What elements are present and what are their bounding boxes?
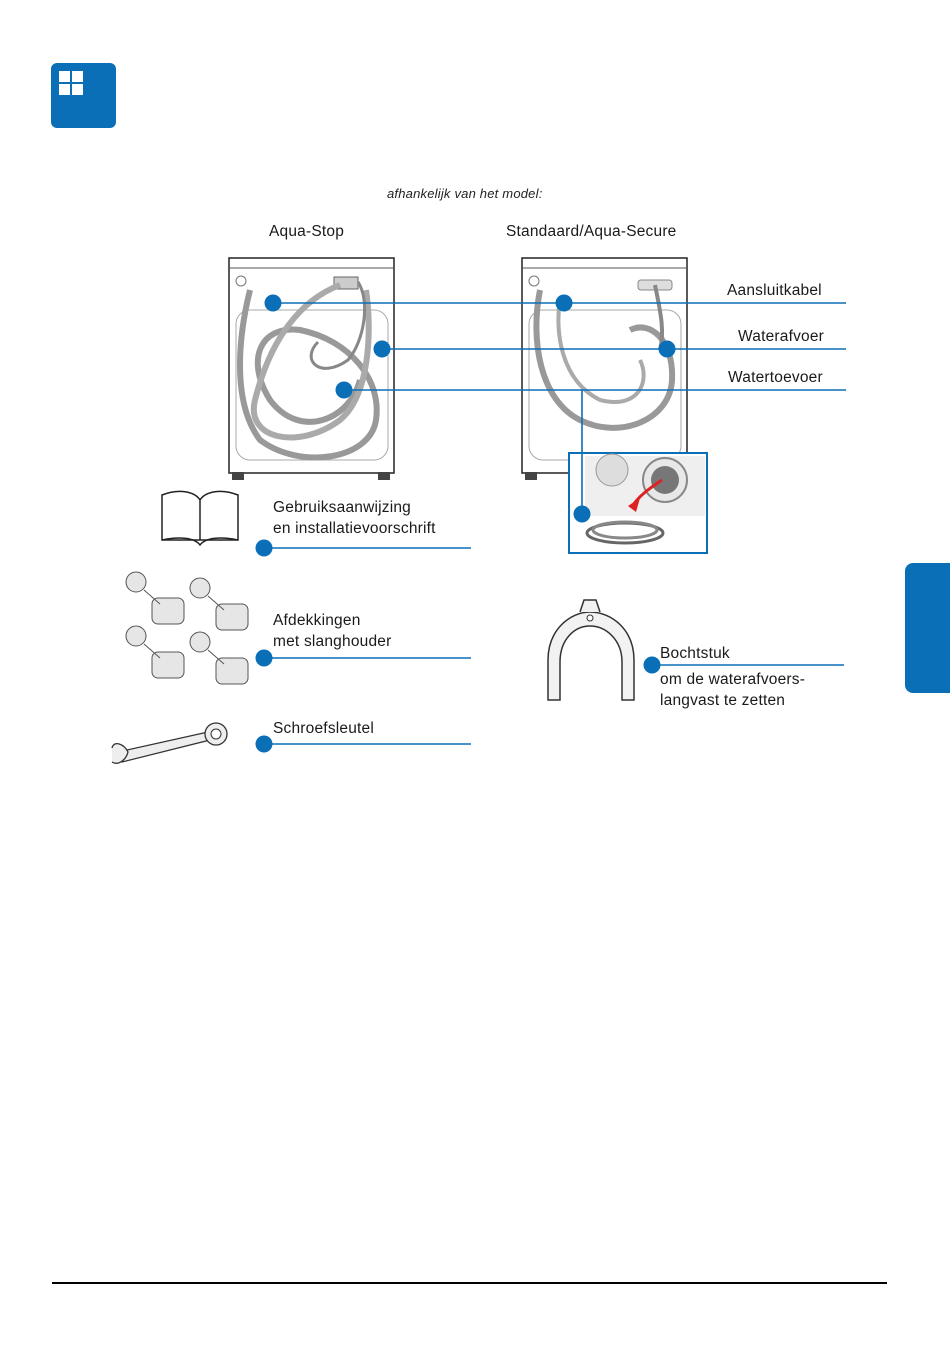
elbow-illustration xyxy=(548,600,634,700)
label-power-cable: Aansluitkabel xyxy=(727,280,822,301)
section-side-tab xyxy=(905,563,950,693)
washer-standard-illustration xyxy=(522,258,687,480)
label-covers-line1: Afdekkingen xyxy=(273,610,361,631)
label-drain-hose: Waterafvoer xyxy=(738,326,824,347)
label-covers-line2: met slanghouder xyxy=(273,631,391,652)
footer-rule xyxy=(52,1282,887,1284)
wrench-illustration xyxy=(112,723,227,763)
label-manual-line1: Gebruiksaanwijzing xyxy=(273,497,411,518)
label-elbow-line2: langvast te zetten xyxy=(660,690,785,711)
label-elbow-line1: om de waterafvoers- xyxy=(660,669,805,690)
manual-book-illustration xyxy=(162,491,238,545)
label-manual-line2: en installatievoorschrift xyxy=(273,518,436,539)
inset-supply-hose-illustration xyxy=(569,453,707,553)
covers-illustration xyxy=(126,572,248,684)
label-wrench: Schroefsleutel xyxy=(273,718,374,739)
label-elbow-title: Bochtstuk xyxy=(660,643,730,664)
label-supply-hose: Watertoevoer xyxy=(728,367,823,388)
washer-aqua-stop-illustration xyxy=(229,258,394,480)
